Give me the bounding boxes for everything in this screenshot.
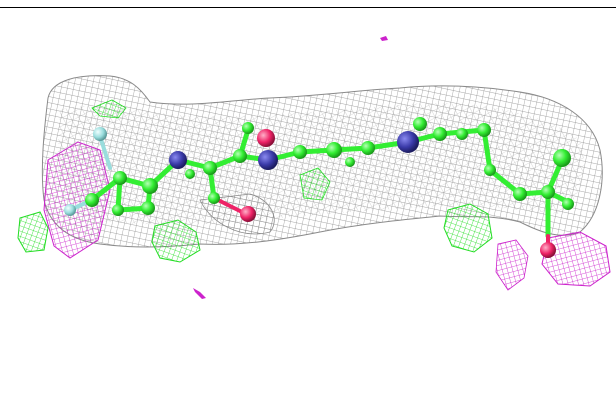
molecule-atoms bbox=[64, 117, 574, 258]
difference-map-blobs bbox=[17, 36, 611, 299]
density-mesh bbox=[41, 75, 603, 248]
top-frame-line bbox=[0, 7, 616, 8]
